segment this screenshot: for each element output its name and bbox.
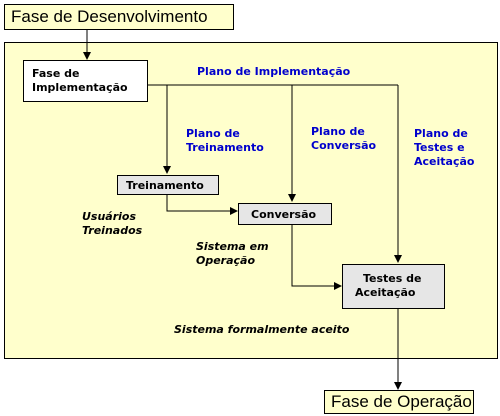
- training-node: Treinamento: [117, 175, 219, 195]
- arrow-training-to-conversion: [166, 195, 238, 215]
- trained-users-line2: Treinados: [82, 224, 143, 237]
- training-plan-line2: Treinamento: [186, 141, 264, 154]
- conversion-node-label: Conversão: [251, 208, 317, 221]
- tests-plan-line1: Plano de: [414, 127, 468, 140]
- development-phase-label: Fase de Desenvolvimento: [11, 7, 208, 26]
- conversion-plan-line2: Conversão: [311, 139, 377, 152]
- training-node-label: Treinamento: [126, 179, 204, 192]
- implementation-plan-label: Plano de Implementação: [197, 65, 351, 78]
- conversion-node: Conversão: [238, 203, 332, 225]
- implementation-phase-node: Fase de Implementação: [23, 60, 148, 102]
- implementation-node-line2: Implementação: [32, 81, 128, 94]
- arrow-conversion-to-tests: [291, 225, 342, 290]
- acceptance-tests-node: Testes de Aceitação: [342, 264, 445, 309]
- implementation-node-line1: Fase de: [32, 67, 80, 80]
- system-accepted-label: Sistema formalmente aceito: [174, 323, 350, 336]
- operation-phase-box: Fase de Operação: [324, 390, 474, 414]
- training-plan-line1: Plano de: [186, 127, 240, 140]
- development-phase-box: Fase de Desenvolvimento: [4, 4, 234, 30]
- system-running-line2: Operação: [196, 254, 256, 267]
- trained-users-line1: Usuários: [82, 210, 137, 223]
- system-running-line1: Sistema em: [196, 240, 269, 253]
- operation-phase-label: Fase de Operação: [331, 392, 472, 411]
- tests-plan-line2: Testes e: [414, 141, 465, 154]
- tests-node-line2: Aceitação: [355, 286, 416, 299]
- conversion-plan-line1: Plano de: [311, 125, 365, 138]
- tests-node-line1: Testes de: [363, 272, 422, 285]
- tests-plan-line3: Aceitação: [414, 155, 475, 168]
